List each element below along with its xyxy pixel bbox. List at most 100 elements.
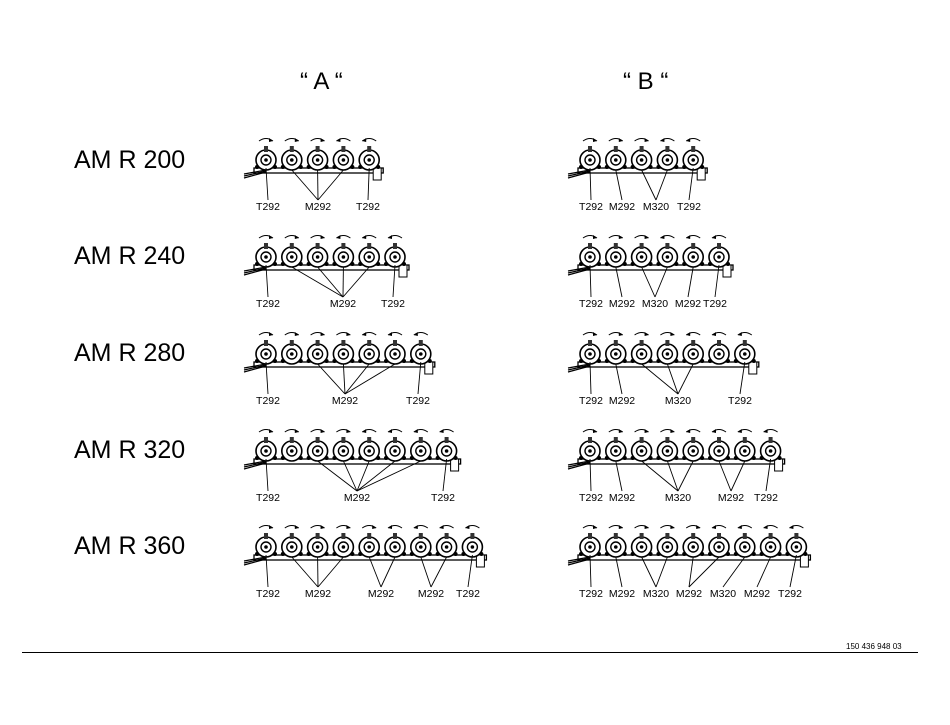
cutting-disc — [656, 525, 679, 558]
disc-type-label: T292 — [256, 298, 280, 310]
leader-line — [641, 363, 679, 395]
cutting-disc — [656, 235, 679, 268]
disc-type-label: T292 — [703, 298, 727, 310]
leader-line — [615, 266, 623, 298]
arrowhead-icon — [618, 525, 623, 529]
end-shoe — [372, 167, 382, 181]
cutting-disc — [604, 429, 627, 462]
cutting-disc — [630, 138, 653, 171]
arrowhead-icon — [320, 138, 325, 142]
hitch-line — [243, 268, 267, 276]
cutting-disc — [461, 525, 484, 558]
disc-type-label: T292 — [256, 201, 280, 213]
arrowhead-icon — [388, 429, 392, 433]
arrowhead-icon — [670, 525, 675, 529]
disc-type-label: T292 — [456, 588, 480, 600]
leader-line — [789, 554, 797, 588]
leader-line — [688, 556, 694, 588]
leader-line — [666, 363, 679, 395]
leader-line — [615, 556, 623, 588]
disc-type-label: T292 — [579, 395, 603, 407]
leader-line — [615, 363, 623, 395]
disc-type-label: M292 — [718, 492, 744, 504]
arrowhead-icon — [660, 138, 665, 142]
arrowhead-icon — [413, 429, 418, 433]
column-header-b: “ B “ — [623, 68, 669, 95]
leader-line — [655, 169, 668, 201]
arrowhead-icon — [294, 332, 299, 336]
arrowhead-icon — [413, 332, 418, 336]
arrowhead-icon — [644, 235, 649, 239]
leader-line — [430, 556, 447, 588]
cutting-disc — [280, 235, 303, 268]
hitch-line — [567, 365, 591, 373]
leader-line — [655, 556, 668, 588]
cutting-disc — [630, 429, 653, 462]
arrowhead-icon — [593, 332, 597, 336]
leader-line — [356, 460, 396, 492]
hitch-line — [567, 363, 591, 369]
arrowhead-icon — [712, 235, 716, 239]
disc-type-label: M320 — [643, 201, 669, 213]
cutting-disc — [682, 525, 705, 558]
leader-line — [641, 169, 657, 201]
leader-line — [589, 264, 592, 298]
arrowhead-icon — [294, 525, 299, 529]
cutting-disc — [384, 235, 406, 268]
cutterbar-beam — [253, 264, 410, 271]
arrowhead-icon — [269, 429, 273, 433]
disc-type-label: M292 — [609, 588, 635, 600]
cutting-disc — [306, 525, 329, 558]
hitch-line — [243, 363, 267, 369]
leader-line — [615, 460, 623, 492]
hitch-line — [567, 460, 591, 466]
disc-type-label: M292 — [344, 492, 370, 504]
cutting-disc — [604, 235, 627, 268]
hitch-line — [243, 557, 267, 564]
cutting-disc — [682, 235, 705, 268]
hitch-line — [567, 556, 591, 562]
cutting-disc — [358, 429, 381, 462]
leader-line — [589, 167, 592, 201]
arrowhead-icon — [294, 138, 299, 142]
hitch-line — [567, 557, 591, 564]
row-label-amr280: AM R 280 — [74, 339, 186, 367]
leader-line — [392, 264, 396, 298]
cutting-disc — [280, 332, 303, 365]
arrowhead-icon — [346, 429, 351, 433]
leader-line — [730, 460, 746, 492]
column-header-a: “ A “ — [300, 68, 343, 95]
leader-line — [718, 460, 732, 492]
disc-type-label: T292 — [406, 395, 430, 407]
disc-type-label: M292 — [609, 395, 635, 407]
cutting-disc — [708, 235, 730, 268]
hitch-line — [243, 169, 267, 175]
end-shoe — [696, 167, 706, 181]
leader-line — [265, 167, 269, 201]
hitch-line — [243, 171, 267, 179]
hitch-line — [243, 170, 267, 177]
cutting-disc — [708, 429, 730, 462]
leader-line — [722, 556, 746, 588]
leader-line — [317, 266, 344, 298]
leader-line — [467, 554, 473, 588]
arrowhead-icon — [644, 138, 649, 142]
arrowhead-icon — [362, 138, 367, 142]
cutting-disc — [435, 429, 458, 462]
arrowhead-icon — [644, 429, 649, 433]
leader-line — [714, 264, 720, 298]
cutting-disc — [708, 332, 730, 365]
arrowhead-icon — [593, 138, 597, 142]
arrowhead-icon — [269, 525, 273, 529]
cutting-disc — [579, 235, 601, 268]
leader-line — [265, 361, 269, 395]
leader-line — [291, 169, 319, 201]
cutting-disc — [759, 429, 782, 462]
disc-type-label: M292 — [418, 588, 444, 600]
leader-line — [344, 363, 396, 395]
